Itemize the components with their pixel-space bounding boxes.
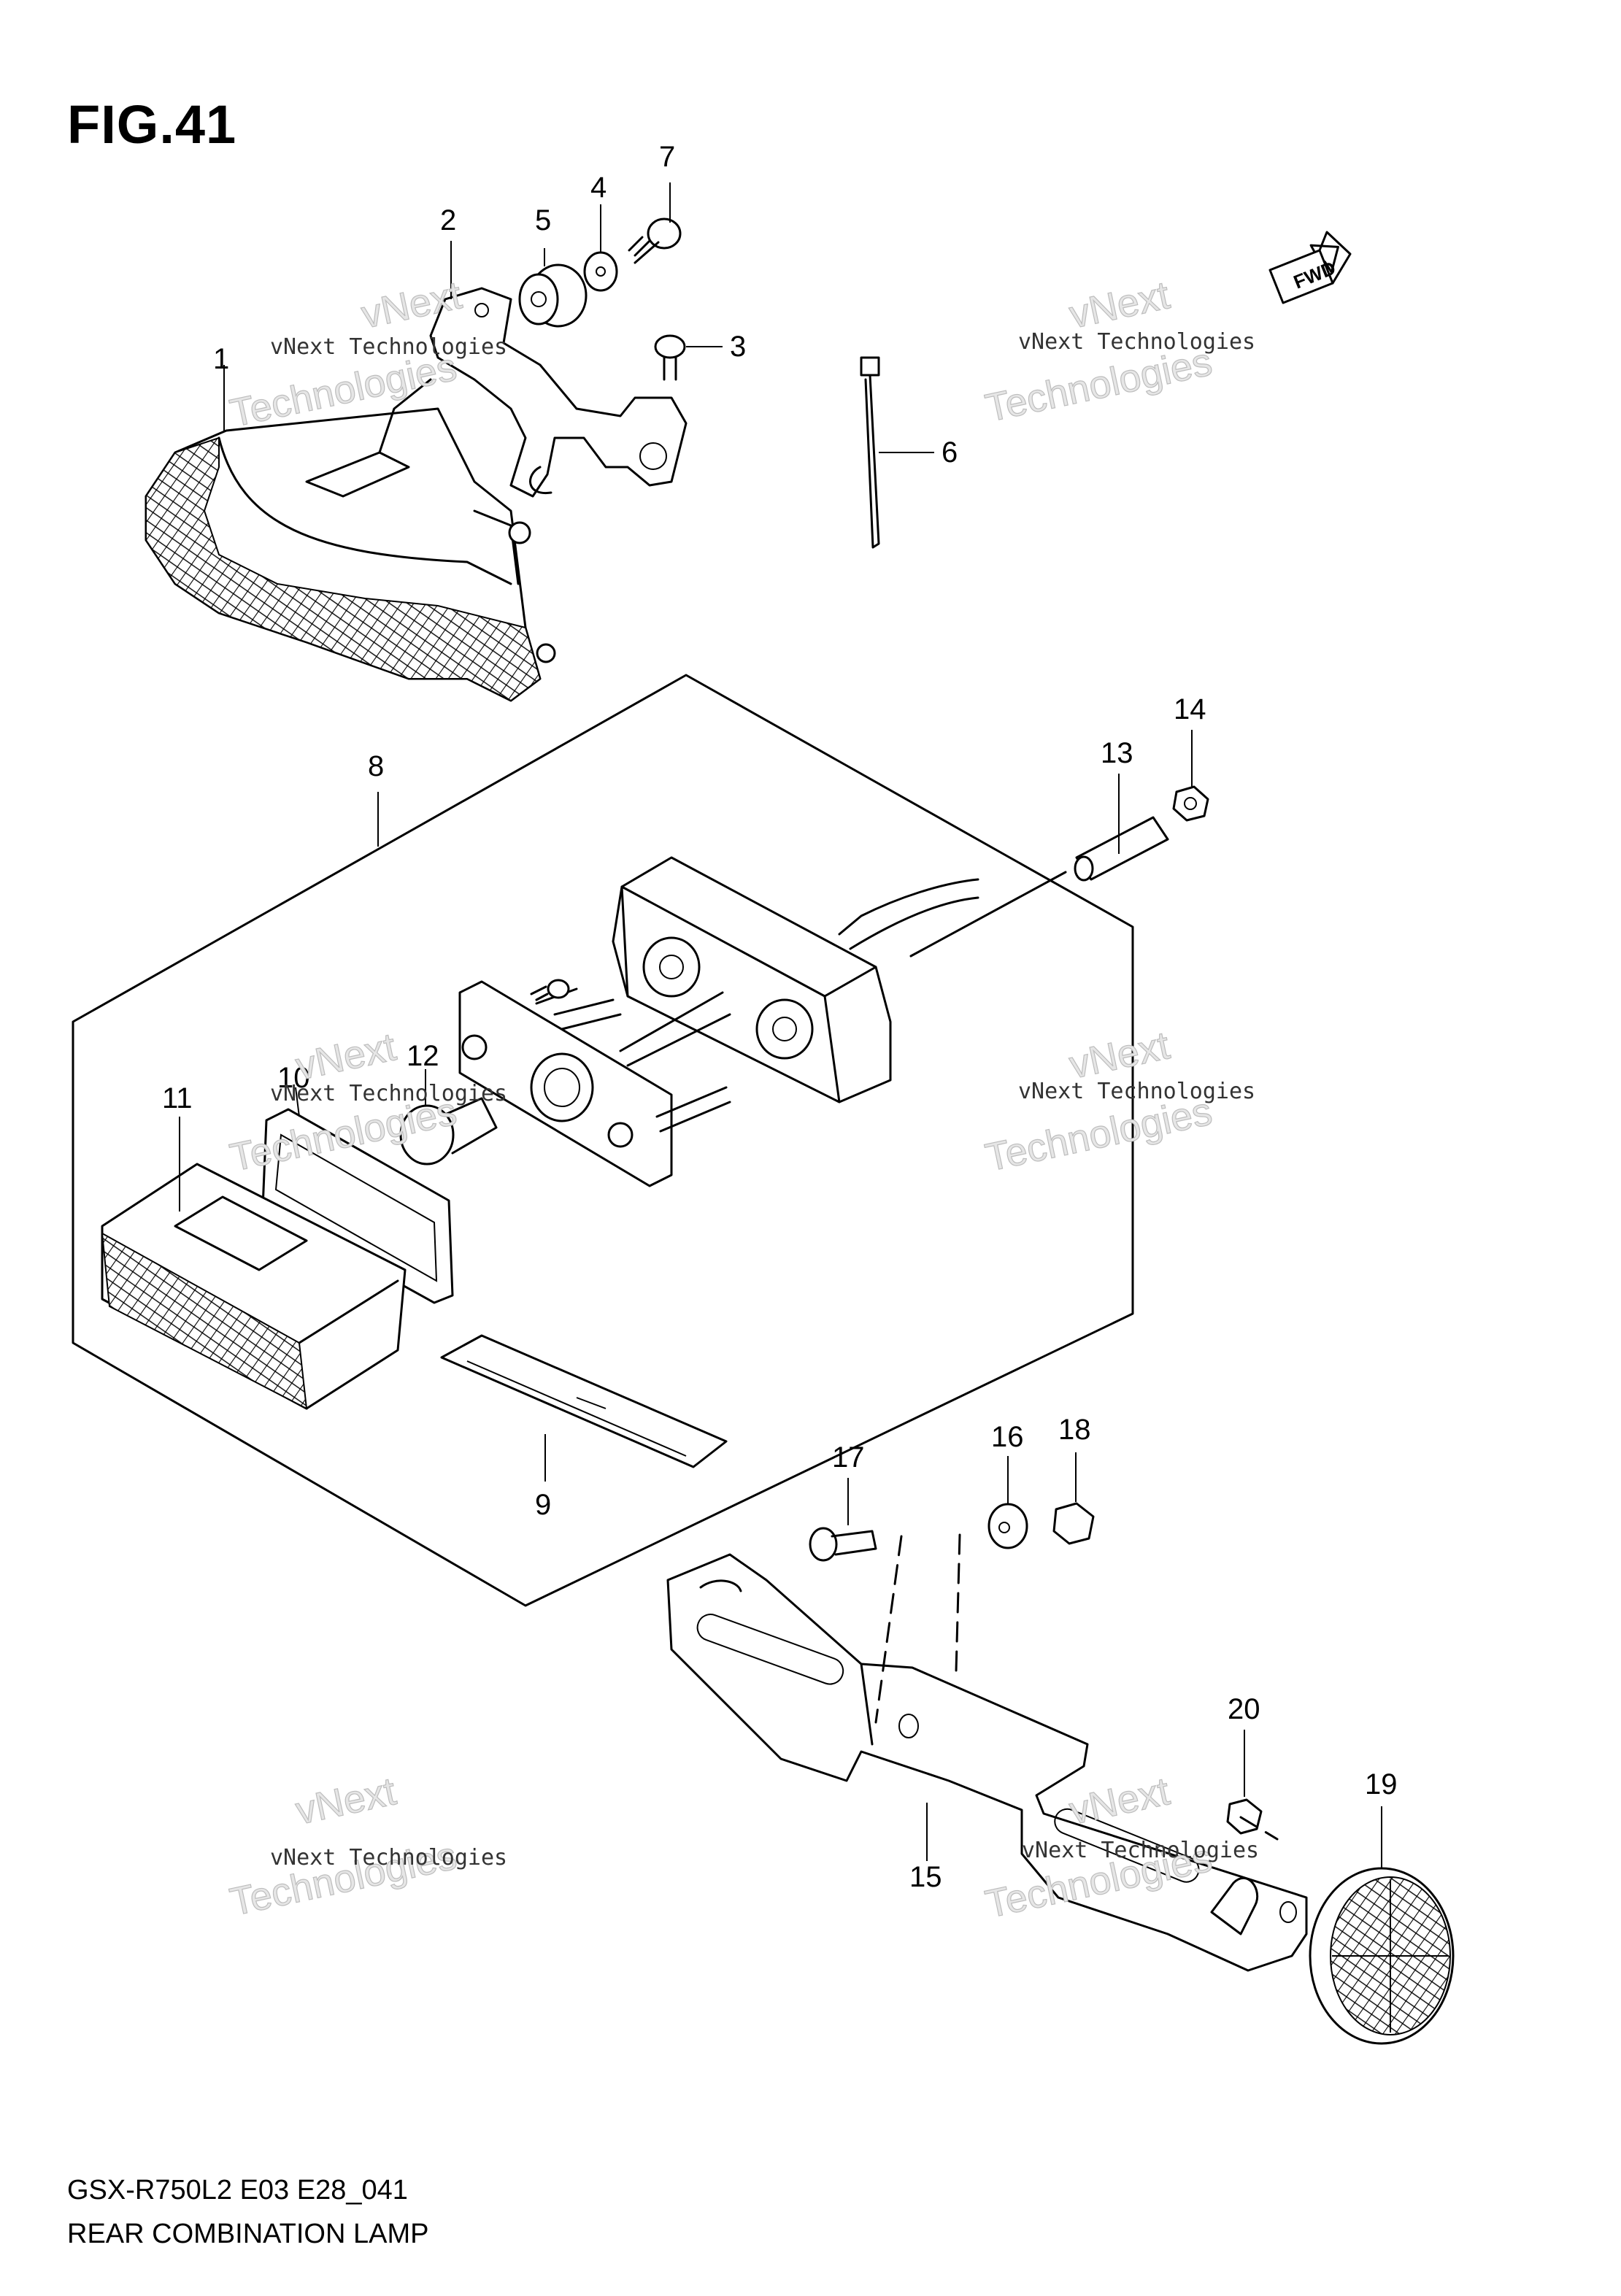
callout-6: 6: [942, 436, 958, 469]
part-20-nut: [1226, 1798, 1263, 1835]
part-9-lens-cover: [440, 1334, 728, 1468]
part-15-license-bracket: [666, 1553, 1308, 1972]
callout-10: 10: [277, 1062, 310, 1094]
svg-text:vNext Technologies: vNext Technologies: [1018, 329, 1255, 355]
part-3-screw: [654, 334, 686, 381]
part-12-bulb: [399, 1097, 498, 1166]
callout-12: 12: [407, 1040, 439, 1072]
part-8-license-lamp-assembly: [72, 674, 1134, 1607]
svg-text:vNext Technologies: vNext Technologies: [270, 1081, 507, 1106]
part-14-nut: [1172, 785, 1209, 822]
section-name: REAR COMBINATION LAMP: [67, 2219, 429, 2249]
callout-3: 3: [730, 331, 746, 363]
svg-text:vNext: vNext: [1066, 1023, 1174, 1087]
part-11-lens: [101, 1163, 407, 1410]
svg-text:vNext Technologies: vNext Technologies: [1022, 1838, 1259, 1863]
part-2-bracket: [429, 287, 688, 498]
part-7-screw: [628, 217, 682, 264]
license-lamp-housing: [612, 856, 1067, 1103]
part-13-spacer: [1074, 816, 1169, 882]
part-19-reflector: [1309, 1867, 1455, 2045]
callout-numbers: 1 2 3 4 5 6 7 8 9 10 11 12 13 14 15 16 1…: [162, 141, 1398, 1893]
model-code: GSX-R750L2 E03 E28_041: [67, 2175, 408, 2206]
callout-13: 13: [1101, 737, 1133, 769]
part-17-screw: [809, 1527, 877, 1562]
svg-text:vNext: vNext: [1066, 1769, 1174, 1833]
svg-text:vNext Technologies: vNext Technologies: [270, 334, 507, 360]
svg-text:vNext Technologies: vNext Technologies: [270, 1845, 507, 1871]
callout-15: 15: [909, 1861, 942, 1893]
fwd-arrow-icon: [1268, 231, 1352, 304]
callout-1: 1: [213, 343, 229, 375]
callout-7: 7: [659, 141, 675, 173]
callout-11: 11: [162, 1082, 193, 1114]
lamp-screw: [530, 979, 570, 1001]
callout-16: 16: [991, 1421, 1024, 1453]
svg-text:vNext: vNext: [292, 1769, 400, 1833]
part-18-nut: [1052, 1502, 1095, 1545]
part-4-washer: [583, 251, 618, 292]
callout-20: 20: [1228, 1693, 1260, 1725]
watermark-4: vNext Technologies vNext Technologies: [981, 1023, 1255, 1181]
callout-4: 4: [590, 172, 607, 204]
callout-9: 9: [535, 1489, 551, 1521]
watermark-5: vNext Technologies vNext Technologies: [226, 1769, 507, 1925]
callout-14: 14: [1174, 693, 1206, 725]
bulb-socket-plate: [458, 980, 731, 1187]
svg-text:vNext: vNext: [1066, 273, 1174, 336]
callout-2: 2: [440, 204, 456, 236]
callout-17: 17: [832, 1441, 865, 1473]
figure-title: FIG.41: [67, 94, 237, 155]
callout-19: 19: [1365, 1768, 1398, 1800]
callout-leader-lines: [179, 182, 1382, 1868]
part-1-rear-combination-lamp: [145, 378, 556, 702]
part-5-grommet: [518, 263, 588, 328]
callout-8: 8: [368, 750, 384, 782]
svg-text:vNext Technologies: vNext Technologies: [1018, 1079, 1255, 1104]
assembly-guide-lines: [874, 1533, 1279, 1841]
callout-5: 5: [535, 204, 551, 236]
watermark-2: vNext Technologies vNext Technologies: [981, 273, 1255, 431]
svg-text:vNext: vNext: [292, 1025, 400, 1088]
callout-18: 18: [1058, 1414, 1091, 1446]
part-6-cable-tie: [860, 356, 880, 549]
part-16-washer: [987, 1503, 1028, 1549]
